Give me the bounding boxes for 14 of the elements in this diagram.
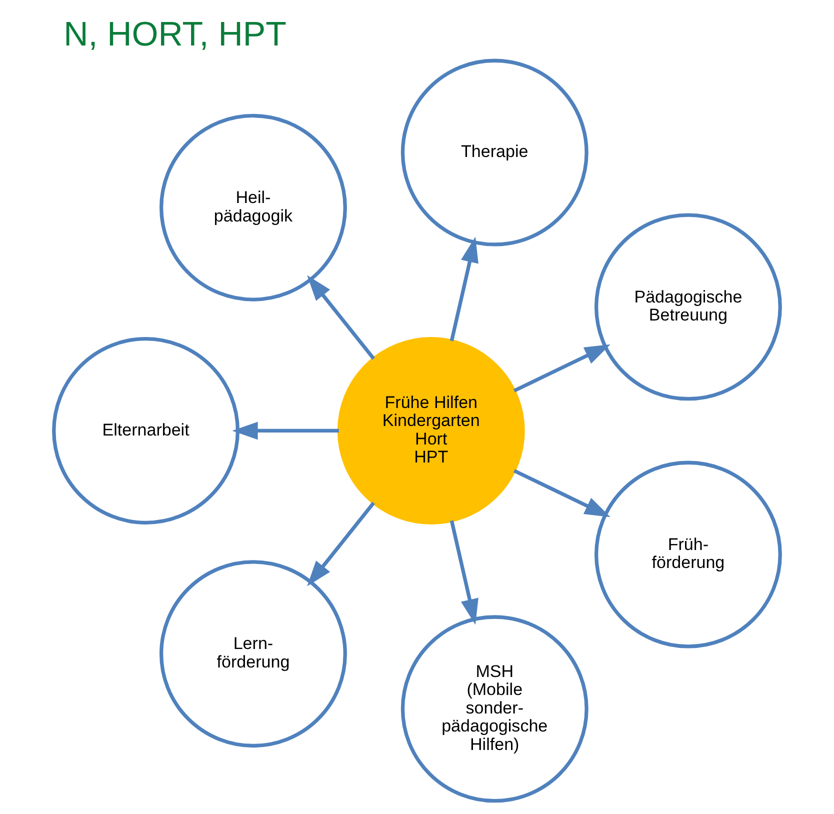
node-circle: MSH (Mobile sonder- pädagogische Hilfen): [400, 615, 588, 803]
arrow: [307, 502, 376, 586]
diagram-title: N, HORT, HPT: [64, 15, 286, 54]
node-circle: Elternarbeit: [52, 337, 240, 524]
arrow: [450, 520, 478, 625]
node-circle: Früh- förderung: [594, 460, 782, 648]
arrow: [513, 469, 610, 518]
arrow: [513, 344, 610, 392]
arrow: [232, 422, 339, 440]
node-circle: Pädagogische Betreuung: [594, 213, 782, 401]
node-circle: Frühe Hilfen Kindergarten Hort HPT: [337, 337, 525, 524]
arrow: [450, 236, 478, 342]
node-circle: Therapie: [400, 58, 588, 246]
arrow: [307, 275, 376, 360]
